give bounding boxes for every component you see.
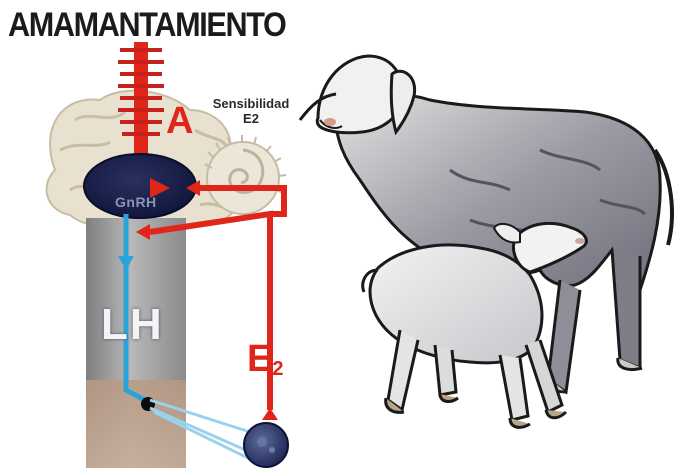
label-lh: LH (101, 300, 164, 350)
diagram-title: AMAMANTAMIENTO (8, 6, 285, 45)
sensitivity-label: Sensibilidad E2 (196, 96, 306, 126)
label-gnrh: GnRH (115, 194, 157, 210)
feedback-arrow-up (262, 408, 278, 420)
pituitary-gland (205, 135, 286, 214)
label-e2: E2 (247, 338, 283, 381)
label-e2-sub: 2 (272, 358, 283, 380)
label-e2-main: E (247, 338, 272, 380)
lamb-sheep (363, 223, 587, 427)
label-a: A (166, 100, 193, 143)
sensitivity-label-line2: E2 (196, 111, 306, 126)
sensitivity-label-line1: Sensibilidad (196, 96, 306, 111)
